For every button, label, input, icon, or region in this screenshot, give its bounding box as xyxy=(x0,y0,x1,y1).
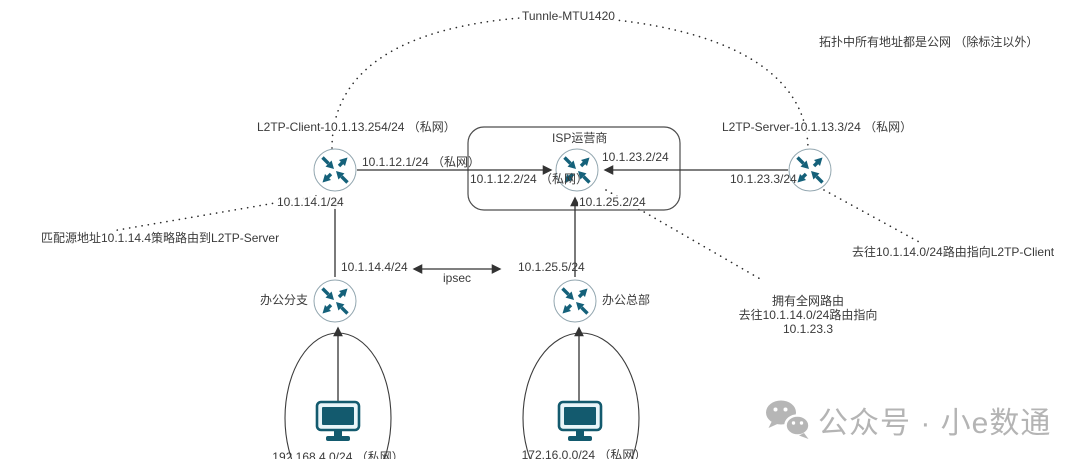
isp-cloud-box xyxy=(467,126,681,211)
server-route-dotted-line xyxy=(823,189,922,244)
l2tp-server-title: L2TP-Server-10.1.13.3/24 （私网） xyxy=(721,120,914,134)
ip-isp-left: 10.1.12.2/24 （私网） xyxy=(470,172,589,186)
lan-hq-label: 172.16.0.0/24 （私网） xyxy=(521,448,647,459)
note-isp-route: 拥有全网路由 去往10.1.14.0/24路由指向10.1.23.3 xyxy=(722,294,894,336)
ip-server-wan: 10.1.23.3/24 xyxy=(730,172,797,186)
ip-client-lan: 10.1.14.1/24 xyxy=(276,195,345,209)
ip-client-wan: 10.1.12.1/24 （私网） xyxy=(362,155,481,169)
ipsec-label: ipsec xyxy=(443,271,472,285)
hq-title: 办公总部 xyxy=(602,293,651,307)
router-icon-hq xyxy=(553,279,597,323)
router-icon-branch xyxy=(313,279,357,323)
ip-isp-right: 10.1.23.2/24 xyxy=(602,150,669,164)
note-policy-route: 匹配源地址10.1.14.4策略路由到L2TP-Server xyxy=(40,231,281,245)
wechat-icon xyxy=(766,400,811,439)
lan-branch-label: 192.168.4.0/24 （私网） xyxy=(272,450,404,459)
computer-icon-branch xyxy=(315,400,361,442)
note-isp-route-line2: 去往10.1.14.0/24路由指向10.1.23.3 xyxy=(738,308,878,336)
tunnel-label: Tunnle-MTU1420 xyxy=(521,9,616,23)
computer-icon-hq xyxy=(557,400,603,442)
note-isp-route-line1: 拥有全网路由 xyxy=(771,294,844,308)
ip-hq-up: 10.1.25.5/24 xyxy=(518,260,585,274)
note-server-route: 去往10.1.14.0/24路由指向L2TP-Client xyxy=(852,245,1055,259)
note-top-right: 拓扑中所有地址都是公网 （除标注以外） xyxy=(819,35,1039,49)
isp-title: ISP运营商 xyxy=(552,131,608,145)
branch-title: 办公分支 xyxy=(260,293,309,307)
router-icon-l2tp-client xyxy=(313,148,357,192)
ip-branch-up: 10.1.14.4/24 xyxy=(341,260,408,274)
l2tp-client-title: L2TP-Client-10.1.13.254/24 （私网） xyxy=(256,120,457,134)
ip-isp-bottom: 10.1.25.2/24 xyxy=(578,195,647,209)
watermark-text: 公众号 · 小e数通 xyxy=(818,407,1052,440)
